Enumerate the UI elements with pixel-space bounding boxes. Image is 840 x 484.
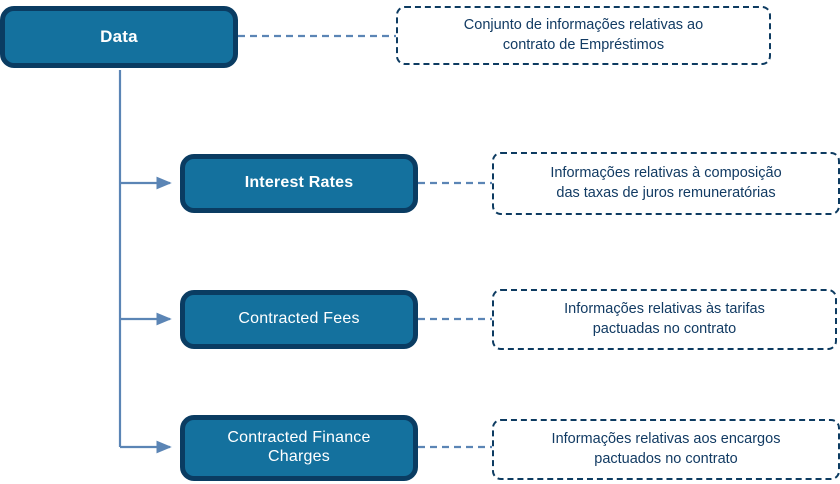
node-contracted-finance-charges-label: Contracted Finance Charges: [227, 429, 371, 465]
node-data[interactable]: Data: [0, 6, 238, 68]
note-data: Conjunto de informações relativas ao con…: [396, 6, 771, 65]
node-interest-rates-label: Interest Rates: [244, 174, 354, 192]
node-data-label: Data: [100, 26, 138, 46]
note-data-text: Conjunto de informações relativas ao con…: [463, 17, 704, 53]
note-interest-rates: Informações relativas à composição das t…: [492, 152, 840, 215]
node-contracted-fees[interactable]: Contracted Fees: [180, 290, 418, 349]
note-contracted-finance-charges: Informações relativas aos encargos pactu…: [492, 419, 840, 480]
node-contracted-finance-charges[interactable]: Contracted Finance Charges: [180, 415, 418, 481]
note-contracted-fees-text: Informações relativas às tarifas pactuad…: [564, 301, 765, 337]
node-interest-rates[interactable]: Interest Rates: [180, 154, 418, 213]
node-contracted-fees-label: Contracted Fees: [238, 310, 360, 328]
note-interest-rates-text: Informações relativas à composição das t…: [550, 165, 782, 201]
note-contracted-finance-charges-text: Informações relativas aos encargos pactu…: [551, 431, 781, 467]
note-contracted-fees: Informações relativas às tarifas pactuad…: [492, 289, 837, 350]
